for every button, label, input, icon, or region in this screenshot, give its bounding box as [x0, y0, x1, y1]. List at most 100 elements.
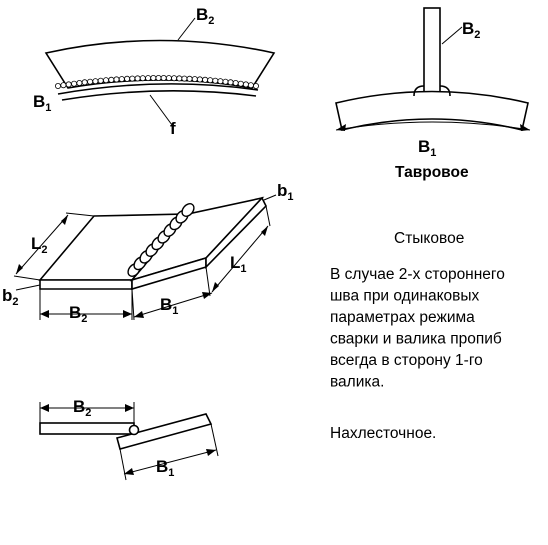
ext-l1-a	[265, 205, 271, 227]
bead-circle	[207, 77, 214, 84]
bead-circle	[237, 80, 244, 87]
ext-lap-b1-b	[210, 423, 219, 457]
note-line: шва при одинаковых	[330, 288, 480, 305]
label-l1: L1	[230, 253, 247, 275]
label-l2: L2	[31, 234, 48, 256]
dim-l2	[15, 214, 69, 275]
note-paragraph: В случае 2-х стороннего шва при одинаковы…	[330, 266, 505, 391]
bead-circle	[165, 75, 172, 82]
label-b2-top: B2	[196, 5, 214, 27]
bead-circle	[113, 76, 120, 83]
tee-stem	[423, 7, 441, 97]
label-sb1: b1	[277, 181, 294, 203]
arrow-l2-b	[61, 215, 68, 225]
bead-circle	[202, 76, 209, 83]
lap-fillet-weld	[128, 424, 140, 436]
lap-joint-figure: B2 B1	[39, 397, 219, 481]
arrow-l2-a	[16, 264, 23, 274]
bead-circle	[103, 77, 110, 84]
leader-f	[149, 94, 173, 126]
bead-circle	[60, 82, 67, 89]
bead-lower-edge	[61, 90, 257, 101]
arrow-left-b1-tee	[336, 124, 346, 131]
bead-circle	[242, 81, 249, 88]
label-b2-butt: B2	[69, 303, 87, 325]
bead-circle	[160, 75, 167, 82]
arrow-b2-b	[123, 310, 132, 318]
bead-circle	[118, 76, 125, 83]
note-line: параметрах режима	[330, 309, 475, 326]
bead-circle	[150, 75, 157, 82]
bead-circle	[134, 75, 141, 82]
label-b2-lap: B2	[73, 397, 91, 419]
leader-sb2	[15, 284, 41, 291]
arrow-lap-b2-b	[125, 404, 134, 412]
dim-lap-b1	[123, 449, 217, 475]
tee-base-plate	[335, 90, 529, 131]
bead-circle	[212, 77, 219, 84]
arrow-b1-a	[134, 311, 144, 318]
ext-l2-b	[65, 212, 95, 217]
bead-circle	[181, 75, 188, 82]
arrow-b1-b	[202, 292, 212, 299]
seam-bead	[181, 203, 195, 217]
bead-circle	[87, 78, 94, 85]
bead-circle	[217, 78, 224, 85]
label-b1-butt: B1	[160, 295, 178, 317]
ext-l2-a	[13, 275, 41, 281]
caption-tee: Тавровое	[395, 164, 469, 181]
label-b1-lap: B1	[156, 457, 174, 479]
label-b1-tee: B1	[418, 137, 436, 159]
bead-circle	[81, 79, 88, 86]
bead-circle	[155, 75, 162, 82]
leader-sb1	[263, 194, 277, 201]
bead-circle	[176, 75, 183, 82]
bead-underside	[57, 83, 259, 95]
label-b1-top: B1	[33, 92, 51, 114]
tee-fillet-right	[439, 85, 451, 97]
ext-lap-b1-a	[119, 448, 127, 481]
ext-l1-b	[205, 266, 211, 297]
arrow-l1-a	[261, 226, 268, 236]
weld-bead-circles	[55, 75, 259, 90]
label-b2-tee: B2	[462, 19, 480, 41]
tee-joint-figure: B2 B1 Тавровое	[335, 7, 531, 181]
arrow-lap-b1-a	[124, 468, 134, 475]
bead-circle	[145, 75, 152, 82]
bead-circle	[129, 75, 136, 82]
bead-circle	[92, 78, 99, 85]
dim-b1	[133, 292, 213, 318]
label-f: f	[170, 119, 176, 138]
dim-arc-b1-tee	[335, 121, 531, 131]
bead-circle	[191, 76, 198, 83]
leader-b2-tee	[441, 26, 463, 45]
caption-lap: Нахлесточное.	[330, 425, 436, 442]
left-plate-front	[39, 279, 133, 290]
bead-circle	[65, 81, 72, 88]
bead-circle	[247, 82, 254, 89]
tee-fillet-left	[413, 85, 425, 97]
caption-butt: Стыковое	[394, 230, 464, 247]
arrow-l1-b	[212, 282, 219, 292]
label-sb2: b2	[2, 286, 19, 308]
bead-circle	[196, 76, 203, 83]
arrow-lap-b2-a	[40, 404, 49, 412]
arrow-b2-a	[40, 310, 49, 318]
ext-b1-a	[131, 288, 135, 321]
note-line: сварки и валика пропиб	[330, 331, 502, 348]
note-line: В случае 2-х стороннего	[330, 266, 505, 283]
dim-l1	[211, 225, 269, 293]
arrow-lap-b1-b	[206, 449, 216, 456]
bead-circle	[97, 77, 104, 84]
note-line: всегда в сторону 1-го	[330, 352, 483, 369]
bead-circle	[124, 75, 131, 82]
leader-b2-top	[177, 17, 196, 41]
butt-seam-beads	[127, 203, 195, 277]
bead-circle	[139, 75, 146, 82]
bead-circle	[186, 75, 193, 82]
bead-circle	[171, 75, 178, 82]
bead-circle	[252, 83, 259, 90]
bead-circle	[71, 80, 78, 87]
bead-circle	[76, 80, 83, 87]
